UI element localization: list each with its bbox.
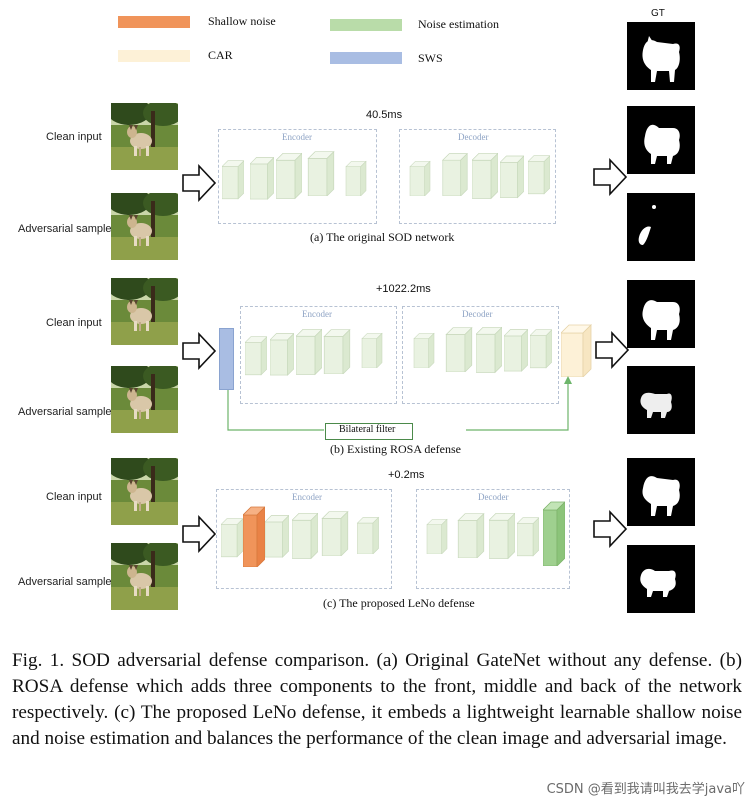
decoder-title-b: Decoder	[462, 309, 493, 319]
shallow-noise-block-c	[243, 506, 265, 567]
output-mask-clean-a	[627, 106, 695, 174]
encoder-box-b	[240, 306, 397, 404]
gt-mask-image	[627, 22, 695, 90]
encoder-block-a5	[340, 160, 372, 196]
legend-swatch-sws	[330, 52, 402, 64]
encoder-block-c3	[292, 510, 318, 560]
output-mask-clean-c	[627, 458, 695, 526]
input-arrow-icon-c	[182, 515, 216, 553]
figure-caption: Fig. 1. SOD adversarial defense comparis…	[12, 650, 742, 749]
legend-label-shallow-noise: Shallow noise	[208, 14, 276, 28]
legend-label-sws: SWS	[418, 51, 443, 65]
decoder-block-c2	[456, 512, 486, 558]
decoder-block-a4	[500, 148, 524, 204]
decoder-block-a5	[528, 144, 550, 204]
gt-label: GT	[651, 8, 665, 19]
adversarial-photo-b	[111, 366, 178, 433]
legend-swatch-shallow-noise	[118, 16, 190, 28]
decoder-block-a1	[404, 160, 436, 196]
encoder-block-c5	[352, 516, 384, 554]
input-arrow-icon-a	[182, 164, 216, 202]
caption-b: (b) Existing ROSA defense	[330, 442, 461, 456]
encoder-block-a1	[222, 150, 244, 208]
legend-swatch-noise-estimation	[330, 19, 402, 31]
encoder-title-c: Encoder	[292, 492, 322, 502]
encoder-block-b3	[296, 326, 322, 376]
row-label-adversarial-a: Adversarial sample	[18, 223, 112, 235]
adversarial-photo-c	[111, 543, 178, 610]
output-arrow-icon-b	[595, 331, 629, 369]
noise-estimation-block-c	[543, 501, 565, 566]
decoder-block-c4	[517, 508, 539, 564]
decoder-block-b2	[444, 326, 474, 372]
row-label-adversarial-b: Adversarial sample	[18, 406, 112, 418]
sws-block-b	[219, 328, 234, 390]
encoder-block-c2	[265, 508, 289, 563]
caption-a: (a) The original SOD network	[310, 230, 455, 244]
decoder-block-a3	[472, 150, 498, 200]
encoder-block-b5	[356, 332, 388, 368]
encoder-block-c4	[320, 510, 350, 556]
decoder-title-a: Decoder	[458, 132, 489, 142]
decoder-box-c	[416, 489, 570, 589]
encoder-block-b4	[322, 328, 352, 374]
decoder-box-a	[399, 129, 556, 224]
car-block-b	[561, 324, 592, 377]
clean-input-photo-a	[111, 103, 178, 170]
decoder-block-b5	[530, 318, 552, 378]
encoder-block-a2	[250, 150, 274, 205]
legend-label-car: CAR	[208, 48, 233, 62]
legend-label-noise-estimation: Noise estimation	[418, 17, 499, 31]
encoder-title-a: Encoder	[282, 132, 312, 142]
adversarial-photo-a	[111, 193, 178, 260]
row-label-clean-a: Clean input	[46, 131, 102, 143]
output-mask-adversarial-b	[627, 366, 695, 434]
dog-silhouette-icon	[642, 36, 680, 82]
output-mask-adversarial-a	[627, 193, 695, 261]
output-mask-adversarial-c	[627, 545, 695, 613]
row-label-adversarial-c: Adversarial sample	[18, 576, 112, 588]
encoder-title-b: Encoder	[302, 309, 332, 319]
row-label-clean-b: Clean input	[46, 317, 102, 329]
encoder-block-b2	[270, 326, 294, 381]
encoder-block-a4	[306, 150, 336, 196]
timing-a: 40.5ms	[366, 109, 403, 121]
bilateral-filter-box	[325, 423, 413, 440]
decoder-title-c: Decoder	[478, 492, 509, 502]
caption-c: (c) The proposed LeNo defense	[323, 596, 475, 610]
decoder-block-c1	[421, 518, 453, 554]
clean-input-photo-b	[111, 278, 178, 345]
watermark: CSDN @看到我请叫我去学java吖	[546, 782, 745, 797]
decoder-block-b4	[504, 322, 528, 377]
legend-swatch-car	[118, 50, 190, 62]
timing-c: +0.2ms	[388, 469, 425, 481]
encoder-block-c1	[221, 508, 243, 566]
bilateral-filter-label: Bilateral filter	[339, 424, 396, 435]
clean-input-photo-c	[111, 458, 178, 525]
encoder-box-c	[216, 489, 392, 589]
output-arrow-icon-c	[593, 510, 627, 548]
decoder-box-b	[402, 306, 559, 404]
decoder-block-b3	[476, 324, 502, 374]
row-label-clean-c: Clean input	[46, 491, 102, 503]
decoder-block-c3	[489, 510, 515, 560]
timing-b: +1022.2ms	[376, 283, 431, 295]
encoder-block-a3	[276, 150, 302, 200]
bilateral-filter-connector	[227, 376, 572, 431]
output-mask-clean-b	[627, 280, 695, 348]
input-arrow-icon-b	[182, 332, 216, 370]
encoder-box-a	[218, 129, 377, 224]
decoder-block-a2	[440, 152, 470, 196]
output-arrow-icon-a	[593, 158, 627, 196]
decoder-block-b1	[408, 332, 440, 368]
